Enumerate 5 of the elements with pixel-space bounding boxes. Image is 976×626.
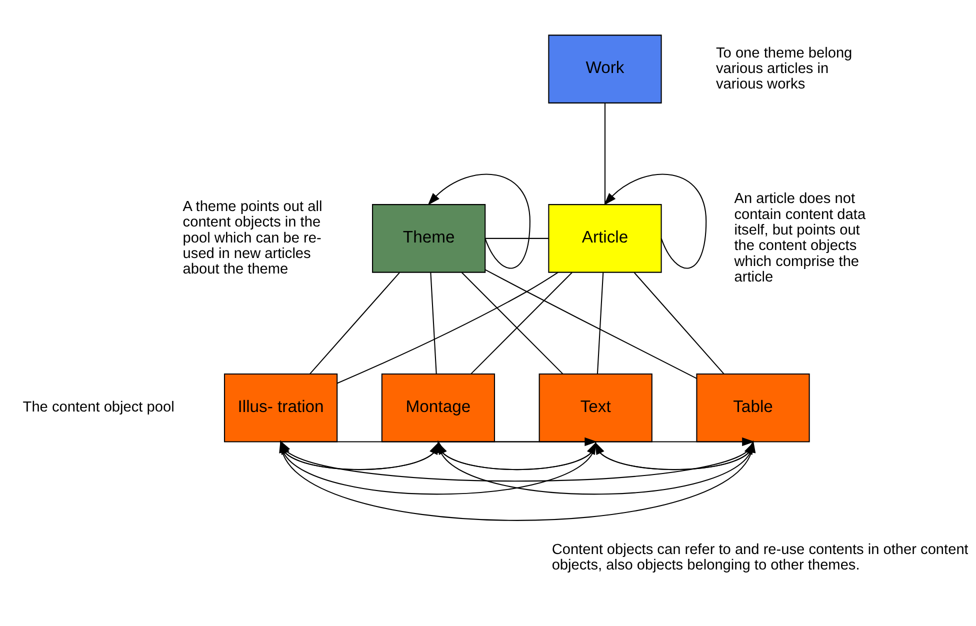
label: A theme points out all content objects in the pool which can be re-used in new articles about the theme	[182, 198, 322, 278]
label: To one theme belong various articles in various works	[716, 44, 852, 92]
label: The content object pool	[22, 399, 174, 416]
label: Content objects can refer to and re-use contents in other content objects, also objects belonging to other themes.	[551, 541, 968, 574]
label: An article does not contain content data itself, but points out the content objects which comprise the article	[734, 190, 866, 285]
